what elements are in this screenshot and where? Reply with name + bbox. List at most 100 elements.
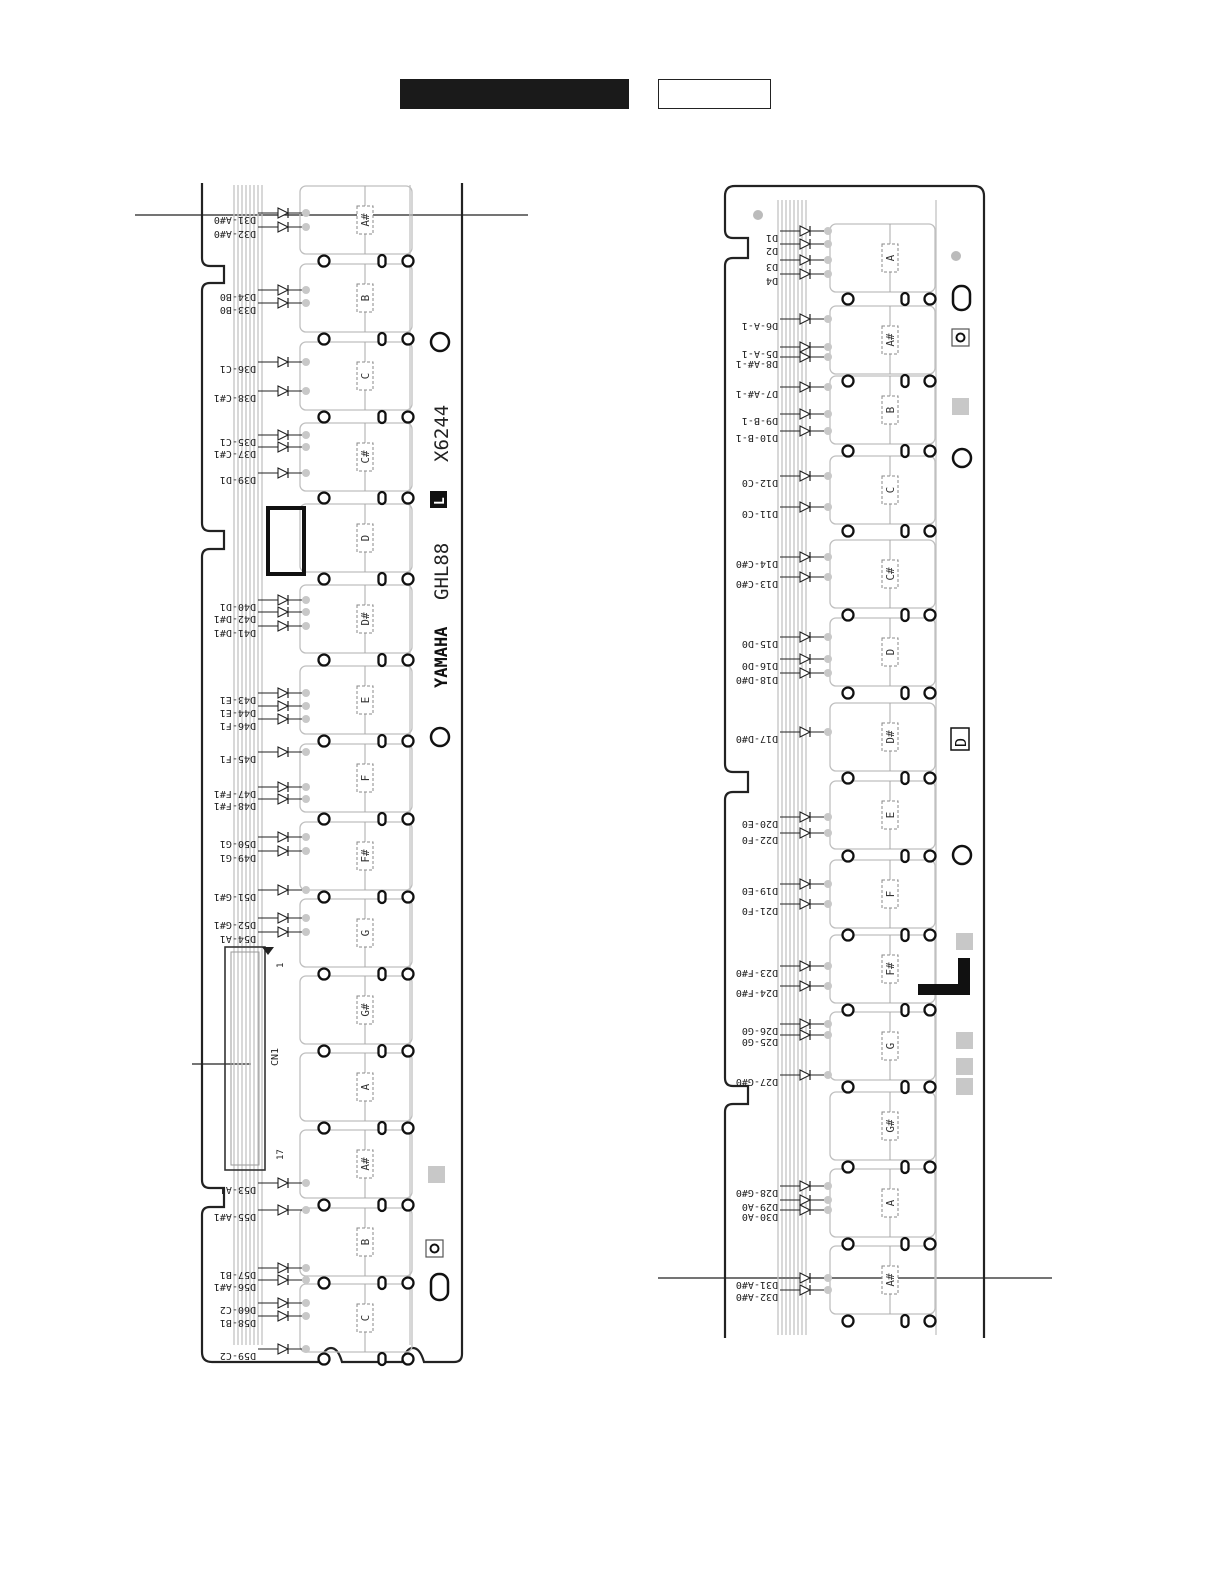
solder-pad	[824, 655, 832, 663]
contact-hole	[317, 491, 331, 505]
diode: D43-E1	[220, 687, 310, 705]
diode: D28-G#0	[736, 1180, 832, 1198]
contact-hole	[841, 686, 855, 700]
diode-symbol-icon	[799, 667, 812, 679]
contact-hole	[841, 524, 855, 538]
solder-pad	[302, 431, 310, 439]
key-note-label: D	[884, 649, 897, 656]
diode: D32-A#0	[736, 1284, 832, 1302]
key-frame	[299, 898, 413, 968]
contact-hole	[317, 1044, 331, 1058]
diode-label: D9-B-1	[742, 415, 778, 426]
brand-logo: YAMAHA	[432, 627, 452, 688]
diode: D10-B-1	[736, 425, 832, 443]
contact-hole	[841, 374, 855, 388]
contact-pad	[377, 571, 387, 587]
diode: D12-C0	[742, 470, 832, 488]
diode-symbol-icon	[799, 1272, 812, 1284]
diode-symbol-icon	[277, 781, 290, 793]
contact-pad	[900, 1002, 910, 1018]
contact-hole	[923, 292, 937, 306]
solder-pad	[302, 833, 310, 841]
diode: D29-A0	[742, 1194, 832, 1212]
diode: D1	[766, 225, 832, 243]
key-label-box	[881, 722, 899, 752]
solder-pad	[824, 427, 832, 435]
contact-hole	[401, 734, 415, 748]
diode-symbol-icon	[277, 221, 290, 233]
diode-label: D35-C1	[220, 436, 256, 447]
diode: D52-G#1	[214, 912, 310, 930]
key-label-box	[881, 879, 899, 909]
diode: D14-C#0	[736, 551, 832, 569]
right-trace-bundle	[777, 200, 937, 1335]
contact-pad	[377, 490, 387, 506]
solder-pad	[302, 358, 310, 366]
contact-hole	[317, 1121, 331, 1135]
contact-hole	[317, 1352, 331, 1366]
contact-pad	[900, 523, 910, 539]
diode: D15-D0	[742, 631, 832, 649]
side-marker-box	[950, 727, 970, 751]
contact-pad	[900, 443, 910, 459]
contact-pad	[377, 1120, 387, 1136]
key-frame	[299, 341, 413, 411]
contact-hole	[317, 812, 331, 826]
cn1-connector: CN1 1 17	[224, 946, 286, 1171]
key-frame	[299, 821, 413, 891]
solder-pad	[824, 813, 832, 821]
diode-symbol-icon	[277, 687, 290, 699]
diode-symbol-icon	[799, 238, 812, 250]
diode: D7-A#-1	[736, 381, 832, 399]
diode: D22-F0	[742, 827, 832, 845]
solder-pad	[824, 410, 832, 418]
diode-symbol-icon	[277, 912, 290, 924]
contact-hole	[317, 890, 331, 904]
diode-label: D54-A1	[220, 933, 256, 944]
solder-pad	[824, 1274, 832, 1282]
contact-hole	[401, 572, 415, 586]
contact-pad	[377, 652, 387, 668]
contact-pad	[900, 770, 910, 786]
key-note-label: C#	[884, 567, 897, 581]
diode-symbol-icon	[799, 341, 812, 353]
diode: D18-D#0	[736, 667, 832, 685]
key-note-label: E	[884, 812, 897, 819]
solder-pad	[302, 1179, 310, 1187]
contact-hole	[923, 928, 937, 942]
solder-pad	[824, 669, 832, 677]
diode: D24-F#0	[736, 980, 832, 998]
diode: D36-C1	[220, 356, 310, 374]
contact-hole	[401, 491, 415, 505]
contact-pad	[377, 733, 387, 749]
contact-hole	[317, 410, 331, 424]
key-frame	[829, 617, 936, 687]
contact-hole	[923, 1080, 937, 1094]
key-frame	[299, 422, 413, 492]
key-frame	[829, 1011, 936, 1081]
diode: D49-G1	[220, 845, 310, 863]
cn1-pin-last: 17	[276, 1149, 286, 1160]
key-note-label: A#	[359, 1157, 372, 1171]
diode-symbol-icon	[277, 207, 290, 219]
diode: D32-A#0	[214, 221, 310, 239]
contact-pad	[900, 1159, 910, 1175]
diode: D55-A#1	[214, 1204, 310, 1222]
diode-label: D47-F#1	[214, 788, 256, 799]
contact-pad	[377, 1197, 387, 1213]
diode-label: D31-A#0	[736, 1279, 778, 1290]
key-label-box	[356, 523, 374, 553]
contact-hole	[923, 849, 937, 863]
diode-symbol-icon	[277, 1177, 290, 1189]
diode-label: D15-D0	[742, 638, 778, 649]
contact-hole	[923, 524, 937, 538]
solder-pad	[302, 795, 310, 803]
diode: D39-D1	[220, 467, 310, 485]
solder-pad	[302, 689, 310, 697]
diode-symbol-icon	[799, 1029, 812, 1041]
diode-symbol-icon	[799, 1180, 812, 1192]
contact-hole	[841, 1160, 855, 1174]
contact-hole	[401, 967, 415, 981]
diode-label: D32-A#0	[214, 228, 256, 239]
contact-hole	[841, 1237, 855, 1251]
